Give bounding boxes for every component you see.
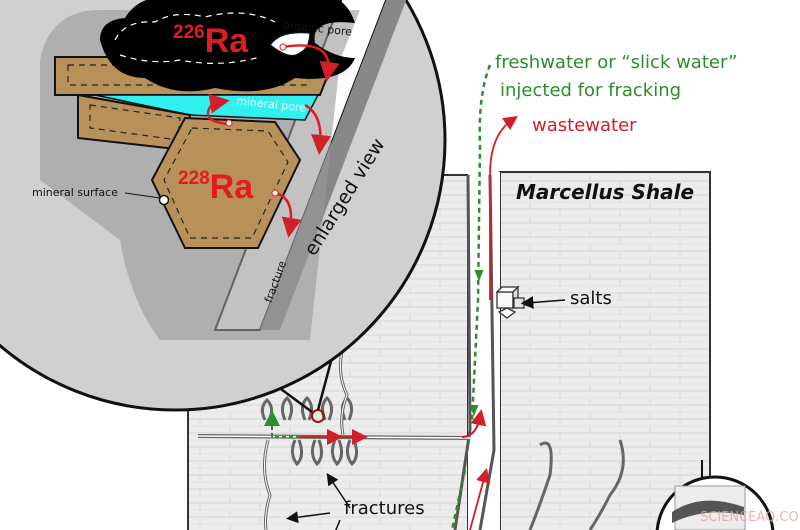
mineral-grain [150,116,302,249]
radium-228-mass: 228 [178,168,210,189]
wastewater-label: wastewater [532,115,637,136]
wastewater-flow-arrow [489,115,518,300]
radium-228-label: 228Ra [178,168,253,207]
marcellus-shale-title: Marcellus Shale [516,180,695,204]
organic-matter [100,0,355,92]
salts-label: salts [570,288,612,309]
freshwater-label-line1: freshwater or “slick water” [495,52,738,73]
freshwater-label-line2: injected for fracking [500,80,682,101]
mineral-surface-label: mineral surface [32,186,118,199]
enlarged-view-circle [0,0,447,412]
watermark: SCIENCEAQ.COM [700,510,800,525]
radium-226-label: 226Ra [173,22,248,61]
radium-226-symbol: Ra [204,22,249,60]
fractures-label: fractures [344,498,425,519]
small-inset-circle [655,460,775,530]
radium-228-symbol: Ra [209,168,254,206]
radium-226-mass: 226 [173,22,205,43]
freshwater-flow-arrow [470,64,492,421]
salts-crystals [495,285,525,319]
